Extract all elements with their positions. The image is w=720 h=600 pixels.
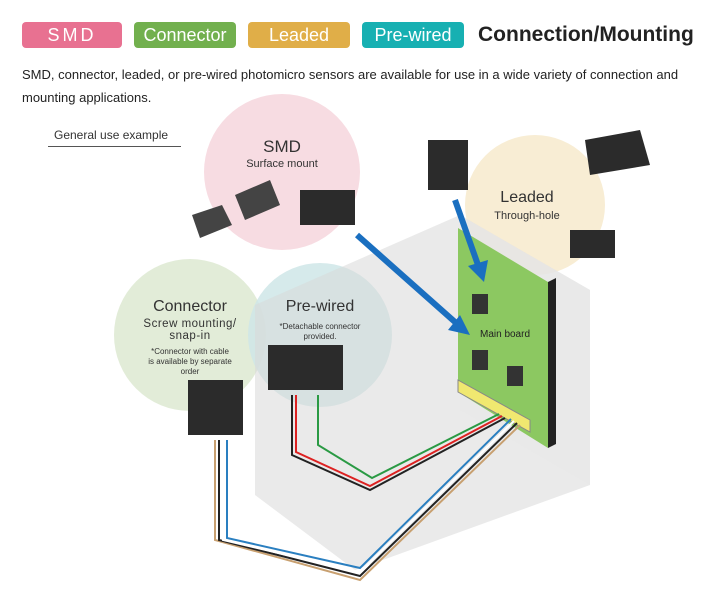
tag-connector: Connector — [134, 22, 236, 48]
connector-note: *Connector with cable is available by se… — [148, 347, 232, 376]
example-label: General use example — [48, 128, 181, 147]
smd-title: SMD — [263, 137, 301, 156]
connector-circle — [114, 259, 266, 411]
connector-subtitle: Screw mounting/ snap-in — [143, 318, 237, 342]
tag-smd: SMD — [22, 22, 122, 48]
prewired-title: Pre-wired — [285, 298, 355, 315]
tag-leaded: Leaded — [248, 22, 350, 48]
board-connector — [457, 379, 531, 433]
main-board-label: Main board — [479, 329, 531, 340]
smd-subtitle: Surface mount — [246, 158, 318, 170]
arrows — [355, 198, 488, 335]
description: SMD, connector, leaded, or pre-wired pho… — [22, 67, 679, 105]
leaded-title: Leaded — [500, 189, 554, 206]
sensor-parts — [188, 130, 650, 435]
tag-prewired: Pre-wired — [362, 22, 464, 48]
page-title: Connection/Mounting — [478, 23, 694, 46]
prewired-note: *Detachable connector provided. — [279, 322, 361, 341]
connector-title: Connector — [153, 298, 227, 315]
leaded-subtitle: Through-hole — [494, 210, 560, 222]
